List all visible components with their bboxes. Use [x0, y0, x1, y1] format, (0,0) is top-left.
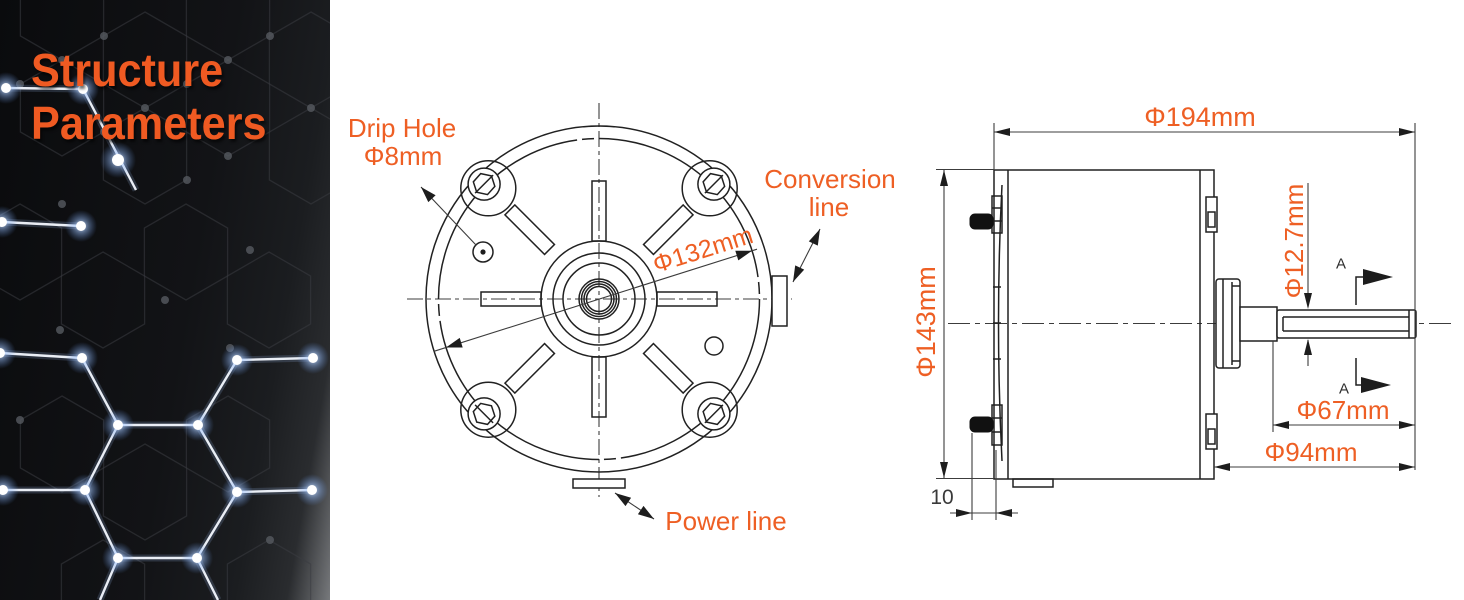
- dimension-132: [433, 248, 758, 352]
- dimension-94: [1214, 463, 1415, 471]
- face-tab-bottom: [1205, 413, 1218, 450]
- shaft-diameter-label: Φ12.7mm: [1279, 183, 1309, 299]
- page-title: Structure Parameters: [31, 44, 267, 150]
- power-line-label: Power line: [665, 506, 787, 536]
- vent-hole: [704, 336, 724, 356]
- mounting-stud-bottom: [969, 404, 1003, 446]
- bolt-circle: [437, 137, 761, 461]
- center-hub: [540, 240, 658, 358]
- section-marker-lower: [1355, 358, 1391, 393]
- face-tab-top: [1205, 196, 1218, 233]
- dimension-10: [950, 433, 1018, 520]
- body-diameter-label: Φ143mm: [911, 266, 941, 378]
- power-line-tab: [572, 478, 626, 489]
- dimension-12-7: [1304, 183, 1312, 366]
- bolt-pockets: [460, 160, 738, 438]
- dimension-143: [936, 168, 994, 480]
- glowing-nodes: [0, 72, 329, 574]
- conversion-line-tab: [771, 275, 788, 327]
- page-title-line1: Structure: [31, 44, 224, 96]
- output-shaft: [1239, 306, 1417, 342]
- drip-hole-leader: [420, 186, 477, 246]
- conversion-line-leader: [792, 228, 821, 283]
- motor-technical-drawing: [407, 103, 1452, 520]
- section-letter-upper: A: [1335, 255, 1347, 273]
- hex-bolts: [467, 167, 731, 431]
- front-view: [407, 103, 821, 520]
- stud-length-label: 10: [930, 486, 954, 509]
- dimension-194: [993, 123, 1416, 470]
- mounting-stud-top: [969, 195, 1003, 234]
- motor-body: [993, 169, 1215, 480]
- drip-hole-label-line2: Φ8mm: [363, 141, 443, 171]
- shaft-length-label: Φ67mm: [1296, 395, 1390, 425]
- drip-hole: [472, 241, 494, 263]
- left-dark-panel: Structure Parameters: [0, 0, 330, 600]
- dimension-67: [1272, 341, 1415, 432]
- bottom-foot: [1012, 478, 1054, 488]
- gray-node-dots: [16, 32, 315, 544]
- power-line-leader: [614, 492, 655, 520]
- conversion-line-label-line1: Conversion: [764, 164, 896, 194]
- shaft-assembly-length-label: Φ94mm: [1264, 437, 1358, 467]
- section-marker-upper: [1355, 269, 1393, 305]
- conversion-line-label-line2: line: [808, 192, 850, 222]
- shaft-hub: [1215, 278, 1241, 369]
- molecular-network-decoration: [0, 0, 330, 600]
- drip-hole-label-line1: Drip Hole: [347, 113, 457, 143]
- side-view: [936, 123, 1452, 520]
- glowing-network-lines: [0, 72, 329, 600]
- overall-length-label: Φ194mm: [1144, 102, 1256, 132]
- page-title-line2: Parameters: [31, 97, 267, 149]
- section-letter-lower: A: [1338, 380, 1350, 398]
